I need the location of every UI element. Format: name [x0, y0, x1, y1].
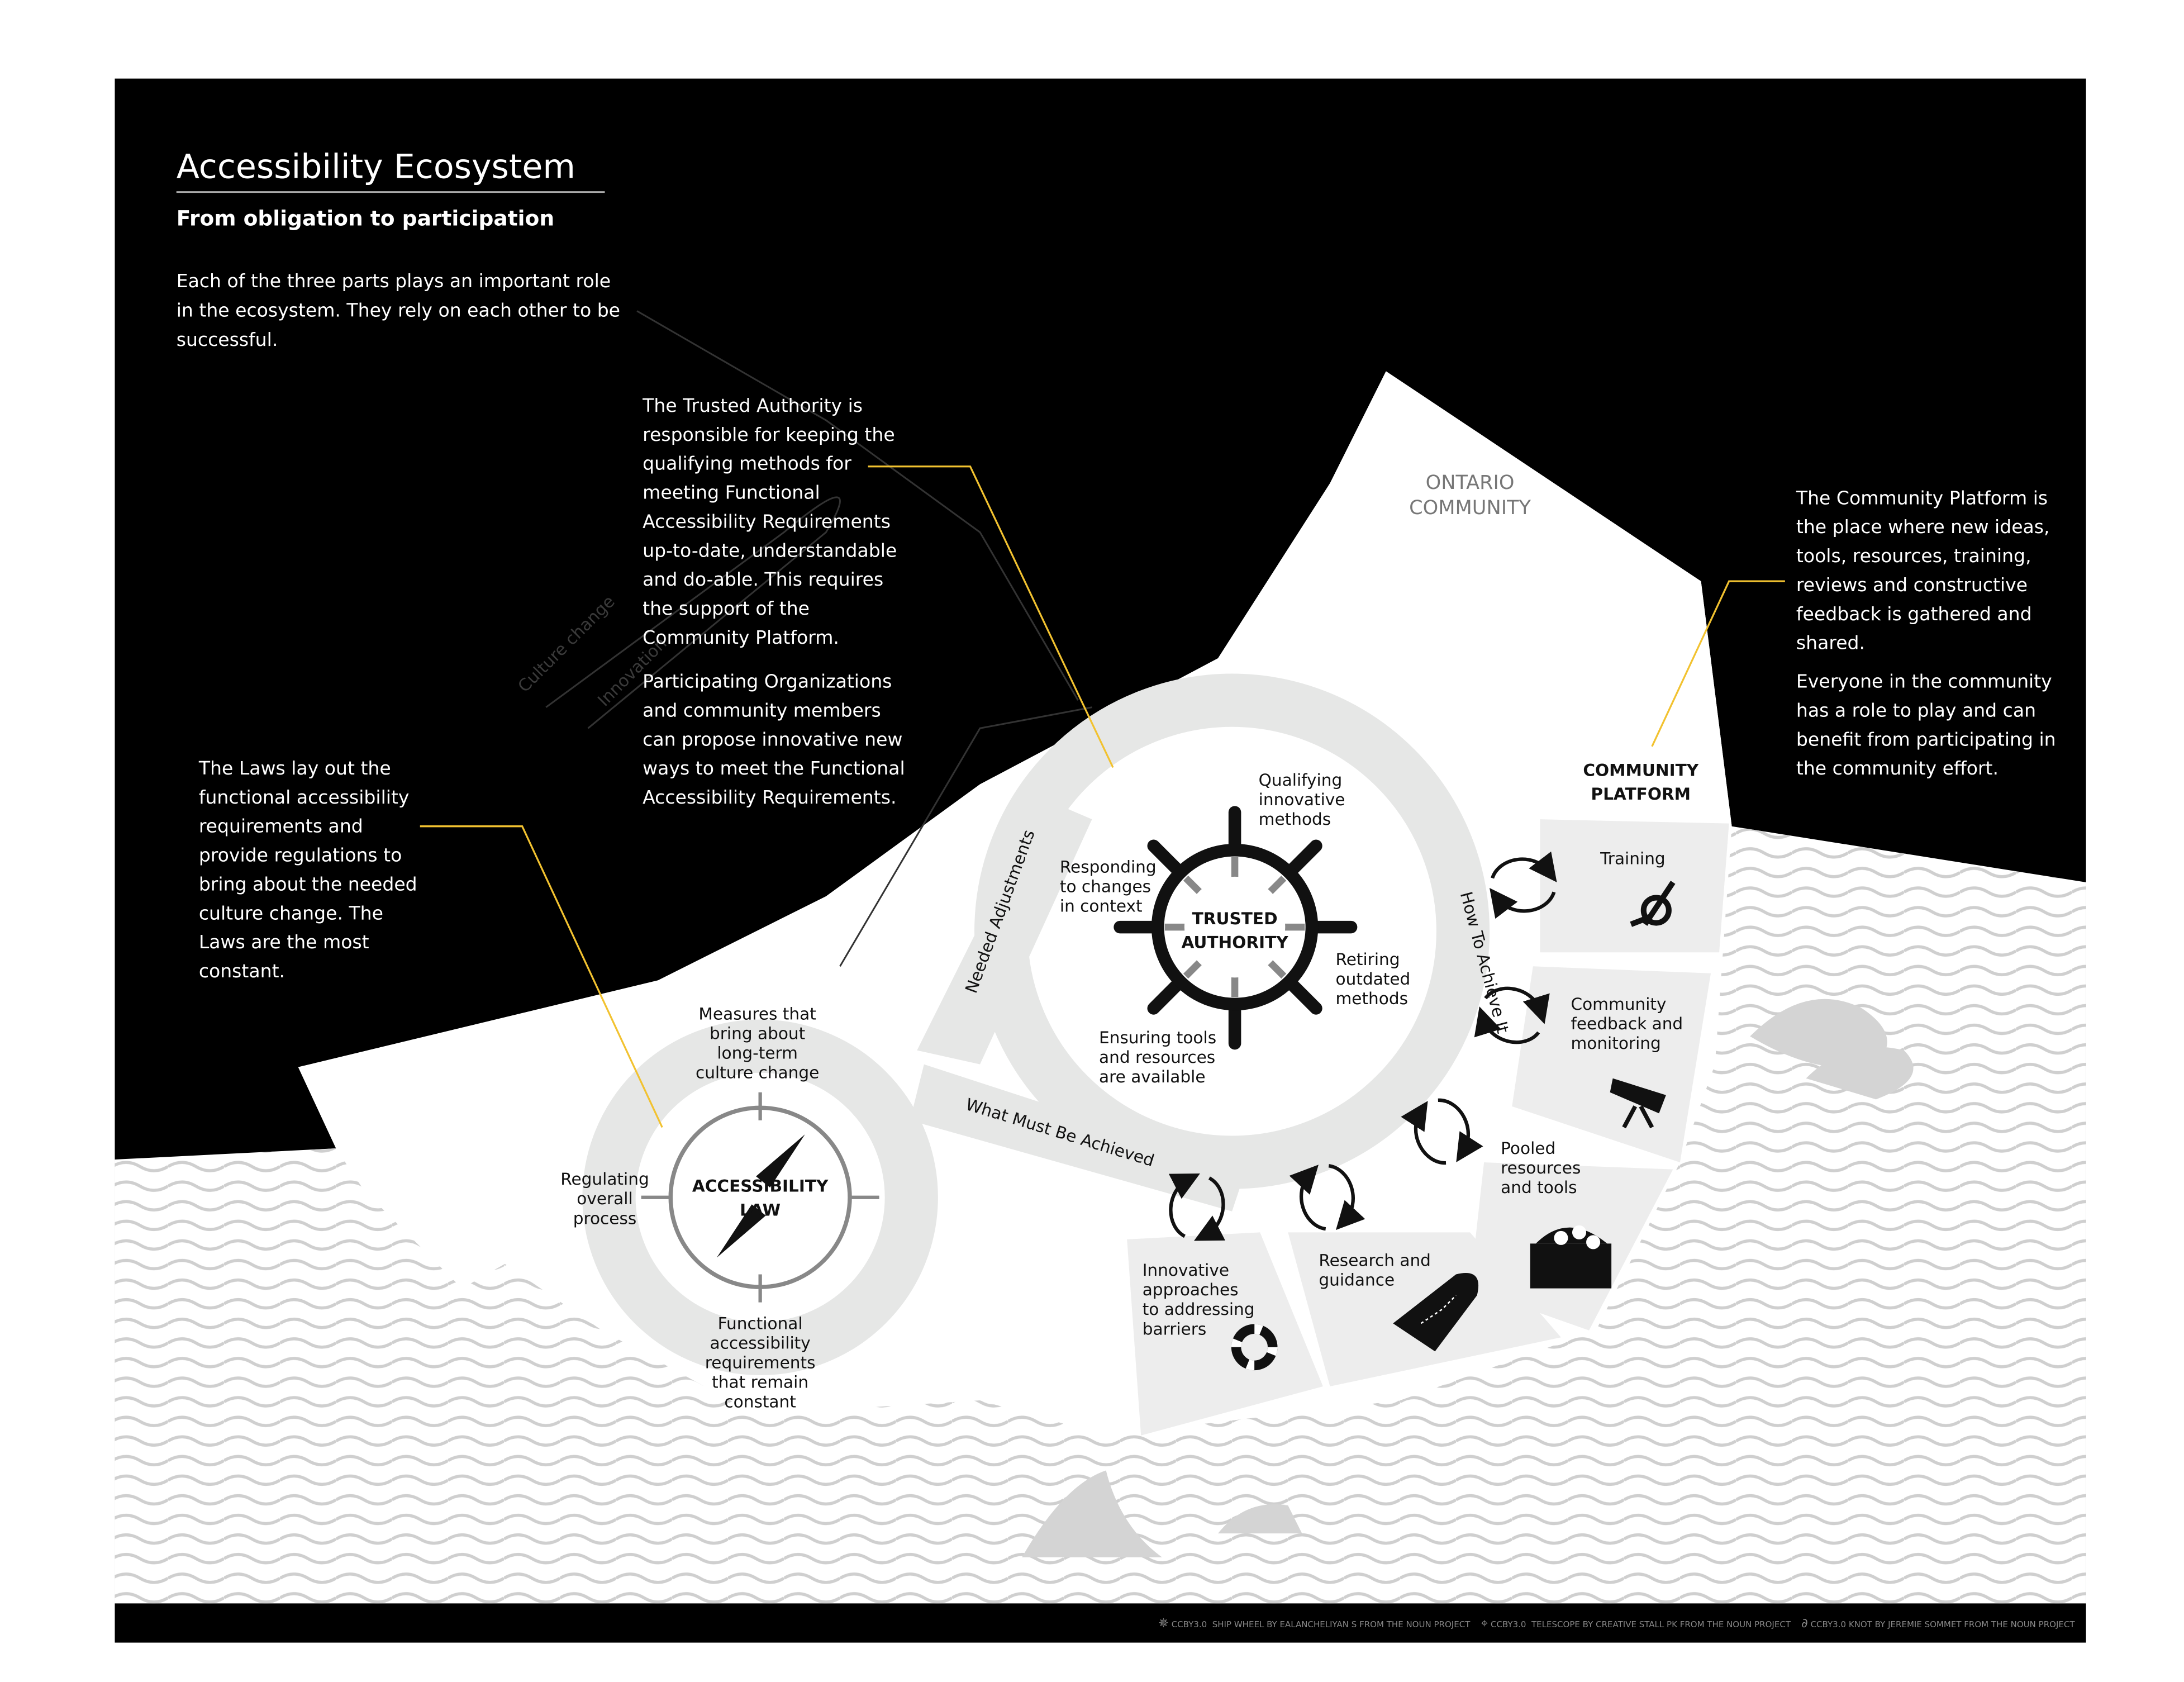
page-subtitle: From obligation to participation: [177, 206, 554, 231]
knot-credit: CCBY3.0 KNOT BY JEREMIE SOMMET FROM THE …: [1811, 1619, 2076, 1629]
ship-wheel-icon: [1114, 806, 1358, 1050]
intro-text: Each of the three parts plays an importa…: [177, 270, 620, 350]
ship-wheel-credit-icon: ✵: [1158, 1616, 1169, 1631]
trusted-authority-leader-line: [868, 465, 1114, 768]
cycle-icon: [1474, 986, 1550, 1044]
shark-fins: [1022, 999, 1914, 1557]
telescope-credit-icon: ⌖: [1481, 1616, 1488, 1631]
laws-leader-line: [420, 825, 663, 1128]
telescope-credit: CCBY3.0 TELESCOPE BY CREATIVE STALL PK F…: [1491, 1619, 1791, 1629]
footer-credits: ✵ CCBY3.0 SHIP WHEEL BY EALANCHELIYAN S …: [1158, 1616, 2075, 1631]
treasure-map-icon: [1393, 1273, 1479, 1352]
cycle-arrows-icons: [1168, 851, 1557, 1241]
needed-adjustments-path: [917, 798, 1092, 1065]
ship-wheel-credit: CCBY3.0 SHIP WHEEL BY EALANCHELIYAN S FR…: [1172, 1619, 1471, 1629]
telescope-icon: [1610, 1078, 1666, 1129]
community-platform-leader-line: [1651, 580, 1785, 747]
cycle-icon: [1289, 1164, 1365, 1231]
treasure-chest-icon: [1530, 1225, 1612, 1289]
cycle-icon: [1490, 851, 1557, 919]
compass-icon: [641, 1092, 879, 1303]
knot-icon: [1630, 881, 1676, 927]
cycle-icon: [1168, 1173, 1226, 1241]
map-grid-lines: [545, 310, 1092, 967]
page-title: Accessibility Ecosystem: [177, 148, 575, 187]
sea-waves: [115, 826, 2086, 1604]
what-must-be-achieved-path: [910, 1064, 1246, 1211]
cycle-icon: [1401, 1098, 1483, 1165]
lifebuoy-icon: [1231, 1324, 1278, 1371]
training-label: Training: [1600, 849, 1666, 868]
knot-credit-icon: ∂: [1801, 1616, 1808, 1631]
